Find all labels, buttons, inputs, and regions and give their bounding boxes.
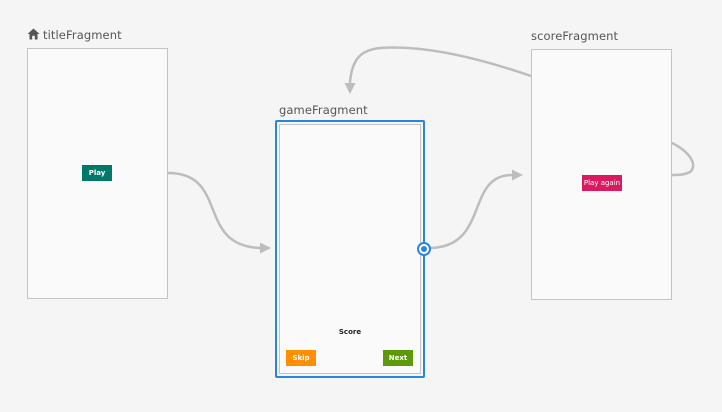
action-title-to-game[interactable] — [166, 171, 264, 250]
next-button: Next — [383, 350, 413, 366]
action-game-to-score[interactable] — [429, 173, 515, 250]
title-fragment-preview[interactable]: Play — [27, 48, 168, 299]
destination-label-game: gameFragment — [279, 103, 368, 117]
action-handle-dot — [421, 246, 427, 252]
score-fragment-preview[interactable]: Play again — [531, 49, 672, 300]
destination-label-title: titleFragment — [43, 28, 122, 42]
arrowhead-score-to-game — [344, 83, 356, 94]
play-button: Play — [82, 165, 112, 181]
action-score-self[interactable] — [670, 141, 695, 177]
arrowhead-game-to-score — [512, 169, 523, 181]
action-score-to-game[interactable] — [348, 46, 533, 84]
game-fragment-preview[interactable]: Score Skip Next — [279, 124, 421, 374]
destination-label-score: scoreFragment — [531, 29, 619, 43]
action-handle[interactable] — [417, 242, 431, 256]
skip-button: Skip — [286, 350, 316, 366]
home-icon — [27, 28, 40, 40]
score-label: Score — [338, 328, 362, 336]
arrowhead-title-to-game — [260, 242, 271, 254]
play-again-button: Play again — [582, 175, 622, 191]
